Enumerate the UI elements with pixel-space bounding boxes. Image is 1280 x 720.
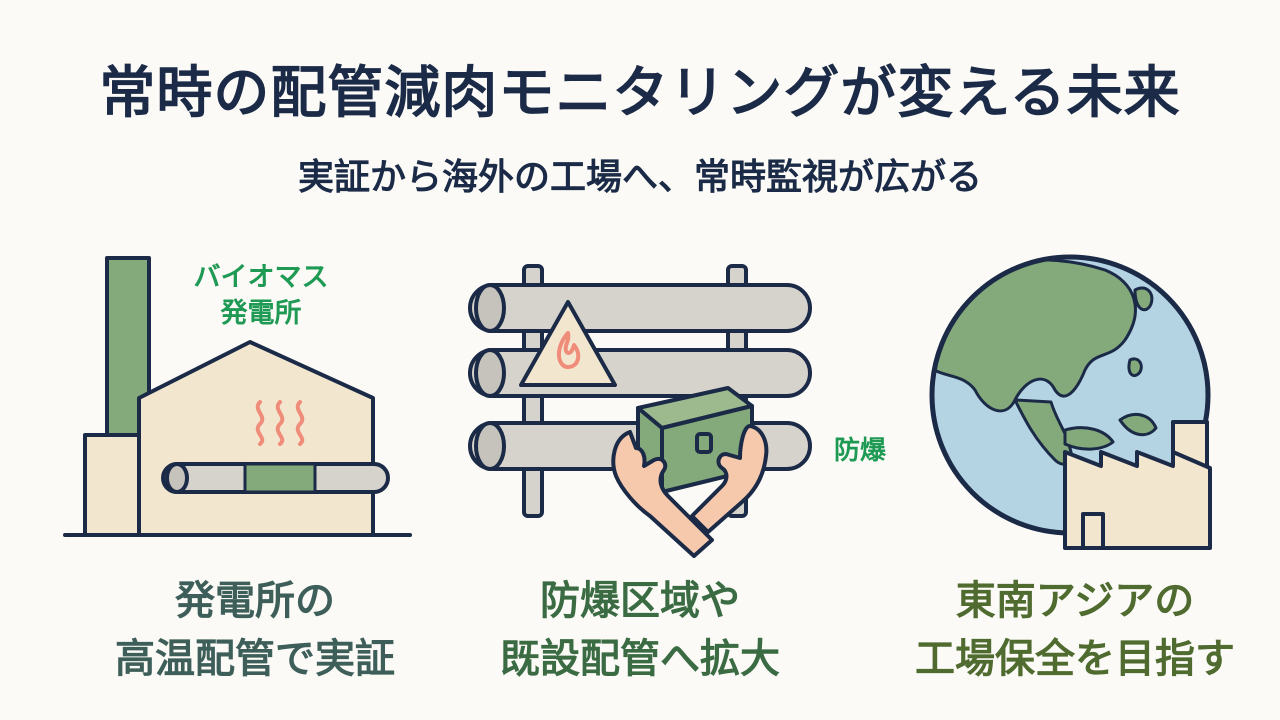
explosion-proof-tag: 防爆 [833,436,886,466]
caption-line: 防爆区域や [540,578,740,624]
island [1133,286,1154,312]
caption-line: 発電所の [175,578,335,624]
caption-line: 東南アジアの [955,578,1195,624]
caption-line: 工場保全を目指す [915,636,1235,682]
panel-explosion-proof: 防爆 [450,230,886,560]
caption-power-plant: 発電所の 高温配管で実証 [55,572,455,688]
left-hand-icon [611,430,714,558]
heat-icon [255,400,305,446]
sensor-band [243,462,317,494]
biomass-plant-tag: バイオマス 発電所 [193,262,329,329]
right-hand-icon [690,424,769,534]
island [1127,357,1143,377]
panel-southeast-asia [905,230,1280,560]
island [1118,412,1158,437]
asia-landmass [932,258,1137,413]
factory-icon [1063,420,1212,550]
island [1063,426,1115,451]
pipe [468,348,812,398]
page-subtitle: 実証から海外の工場へ、常時監視が広がる [297,157,982,198]
page-title: 常時の配管減肉モニタリングが変える未来 [99,61,1181,126]
annex-building [83,433,145,537]
main-building [137,340,375,537]
flame-icon [557,331,581,369]
panel-power-plant: バイオマス 発電所 [55,230,435,560]
biomass-power-plant-icon [63,256,412,537]
pipe [468,283,812,333]
caption-line: 既設配管へ拡大 [500,636,780,682]
caption-southeast-asia: 東南アジアの 工場保全を目指す [875,572,1275,688]
globe-factory-icon [929,254,1212,550]
caption-line: 高温配管で実証 [115,636,395,682]
caption-explosion-proof: 防爆区域や 既設配管へ拡大 [440,572,840,688]
explosion-proof-pipes-icon [468,264,812,558]
